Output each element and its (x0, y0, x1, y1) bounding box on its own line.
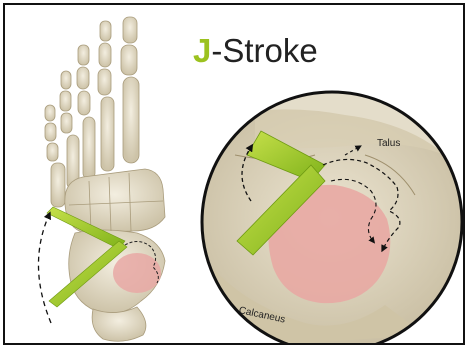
diagram-title: J-Stroke (193, 31, 318, 71)
label-talus: Talus (377, 138, 400, 149)
joint-highlight (113, 253, 161, 293)
zoom-inset (195, 92, 465, 345)
title-text: -Stroke (211, 32, 317, 69)
figure-frame: J-Stroke Talus Calcaneus (3, 3, 465, 345)
dashed-arc-arrow-icon (38, 215, 51, 323)
title-letter: J (193, 32, 211, 69)
